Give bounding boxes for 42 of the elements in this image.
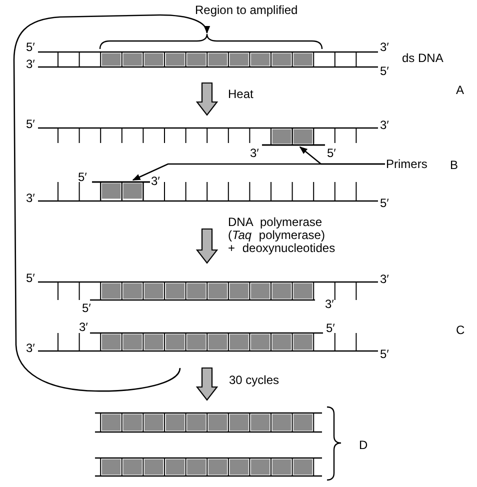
edge-label: 30 cycles	[229, 373, 280, 387]
strand-end-label: 5′	[380, 196, 389, 210]
strand-end-label: 5′	[380, 347, 389, 361]
curved-arrow	[13, 14, 210, 392]
strand-end-label: 5′	[78, 170, 87, 184]
strand-end-label: 3′	[380, 40, 389, 54]
step-letter: B	[450, 158, 458, 172]
curly-brace	[99, 33, 323, 50]
strand-end-label: 5′	[82, 301, 91, 315]
primers-label: Primers	[386, 157, 428, 171]
block-arrow	[196, 82, 218, 116]
strand-end-label: 3′	[380, 118, 389, 132]
dna-duplex-drawing	[37, 281, 379, 301]
strand-end-label: 5′	[326, 321, 335, 335]
dna-duplex-drawing	[94, 412, 323, 433]
strand-end-label: 3′	[380, 272, 389, 286]
strand-end-label: 3′	[26, 341, 35, 355]
dna-label: ds DNA	[402, 51, 444, 65]
dna-duplex-drawing	[37, 332, 379, 352]
dna-strand-drawing	[37, 127, 379, 144]
block-arrow	[196, 228, 218, 264]
strand-end-label: 5′	[380, 64, 389, 78]
strand-end-label: 3′	[250, 146, 259, 160]
leader-arrow	[132, 163, 385, 181]
dna-duplex-drawing	[94, 457, 323, 477]
edge-label: DNA polymerase (Taq polymerase) + deoxynucleotides	[228, 216, 336, 255]
strand-end-label: 3′	[79, 320, 88, 334]
strand-end-label: 5′	[26, 40, 35, 54]
strand-end-label: 5′	[26, 271, 35, 285]
step-letter: D	[359, 438, 368, 452]
strand-end-label: 5′	[327, 146, 336, 160]
strand-end-label: 3′	[325, 297, 334, 311]
strand-end-label: 3′	[26, 191, 35, 205]
dna-duplex-drawing	[37, 51, 379, 68]
edge-label: Heat	[228, 87, 254, 101]
region-label: Region to amplified	[195, 3, 298, 17]
strand-end-label: 5′	[26, 117, 35, 131]
step-letter: C	[456, 323, 465, 337]
strand-end-label: 3′	[151, 174, 160, 188]
strand-end-label: 3′	[26, 57, 35, 71]
step-letter: A	[456, 83, 464, 97]
block-arrow	[196, 367, 218, 401]
